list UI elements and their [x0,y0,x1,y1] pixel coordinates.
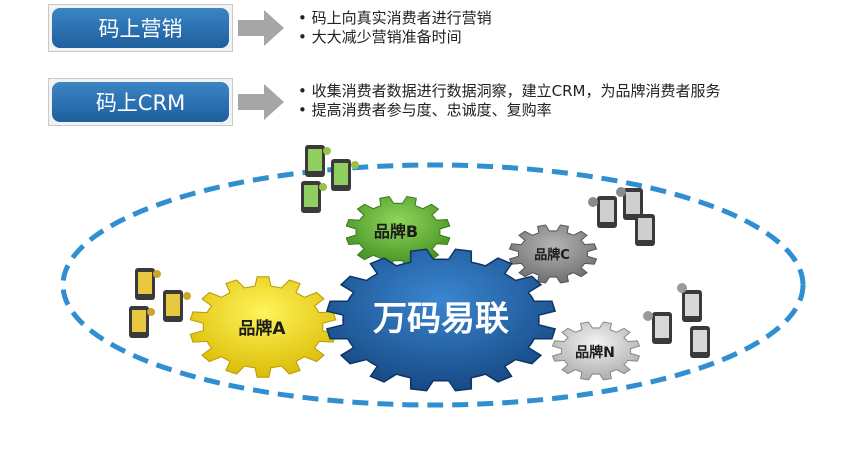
gear-brand-a-icon [189,276,337,378]
label-box-crm: 码上CRM [48,78,233,126]
gear-brand-c-icon [508,224,598,284]
ecosystem-ellipse [60,162,806,408]
bullet-list-crm: 收集消费者数据进行数据洞察，建立CRM，为品牌消费者服务 提高消费者参与度、忠诚… [298,82,721,120]
consumer-phones-icon [588,187,655,246]
consumer-phones-icon [129,268,191,338]
label-crm: 码上CRM [52,82,229,122]
consumer-phones-icon [643,283,710,358]
arrow-right-icon [238,10,284,46]
center-label: 万码易联 [373,299,509,339]
gear-center-icon [325,248,557,392]
bullet-item: 提高消费者参与度、忠诚度、复购率 [298,101,720,120]
label-box-marketing: 码上营销 [48,4,233,52]
gear-brand-n-icon [551,321,641,381]
brand-a-label: 品牌A [238,318,286,339]
bullet-item: 收集消费者数据进行数据洞察，建立CRM，为品牌消费者服务 [298,82,721,101]
brand-n-label: 品牌N [575,344,615,361]
brand-b-label: 品牌B [374,222,418,241]
bullet-item: 大大减少营销准备时间 [298,28,492,47]
brand-c-label: 品牌C [534,247,570,263]
arrow-right-icon [238,84,284,120]
consumer-phones-icon [301,145,359,213]
label-marketing: 码上营销 [52,8,229,48]
bullet-item: 码上向真实消费者进行营销 [298,9,492,28]
bullet-list-marketing: 码上向真实消费者进行营销 大大减少营销准备时间 [298,9,492,47]
